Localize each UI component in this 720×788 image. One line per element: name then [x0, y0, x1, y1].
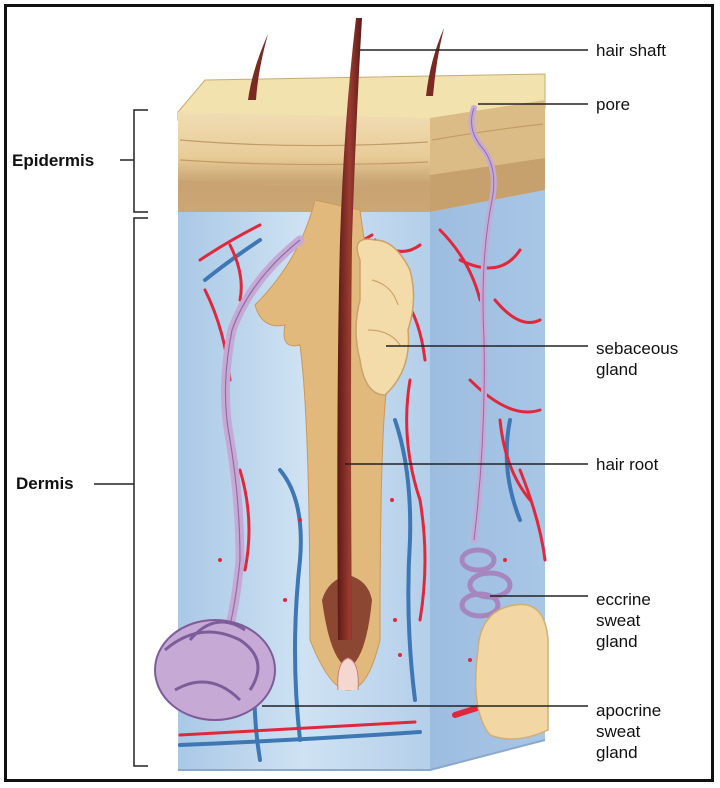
sebaceous-gland-label: sebaceous gland	[596, 339, 679, 379]
hair-shaft-shape	[337, 18, 362, 640]
hair-right	[426, 28, 444, 96]
diagram-frame	[4, 4, 714, 782]
eccrine-gland-coil	[459, 547, 513, 619]
capillary-dots	[218, 498, 507, 662]
pore-label: pore	[596, 95, 631, 114]
hair-root-label: hair root	[596, 455, 659, 474]
eccrine-sweat-gland-label: eccrine sweat gland	[596, 590, 651, 651]
dermis-bracket	[94, 217, 148, 767]
epidermis-bracket	[120, 109, 148, 213]
vein-network	[178, 238, 522, 762]
fat-lobule	[474, 603, 549, 740]
hair-left	[248, 34, 268, 100]
epidermis-label: Epidermis	[12, 151, 95, 170]
apocrine-sweat-gland-label: apocrine sweat gland	[596, 701, 662, 762]
sebaceous-gland-shape	[355, 238, 415, 396]
hair-shaft-label: hair shaft	[596, 41, 666, 60]
apocrine-gland-coil	[154, 619, 276, 721]
leader-lines	[262, 49, 588, 707]
dermis-label: Dermis	[16, 474, 74, 493]
